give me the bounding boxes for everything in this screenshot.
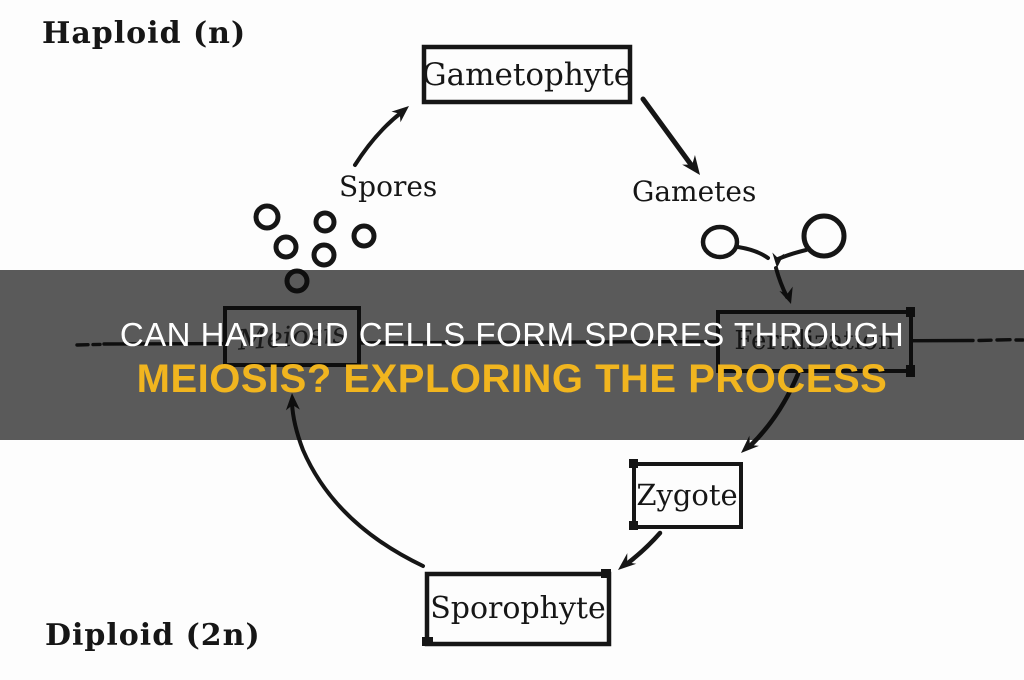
gamete-circle	[700, 224, 740, 260]
spore-circle	[253, 203, 281, 231]
banner-title-line2: MEIOSIS? EXPLORING THE PROCESS	[136, 357, 888, 401]
title-banner-overlay	[0, 270, 1024, 440]
zygote-node-label: Zygote	[636, 478, 738, 512]
gamete-merge-left	[736, 245, 770, 260]
arrow-zygote-to-sporophyte	[625, 530, 663, 566]
zygote-box	[632, 462, 743, 529]
sporophyte-box	[424, 571, 612, 647]
gamete-circles	[700, 213, 847, 260]
spore-circle	[273, 234, 299, 260]
diploid-phase-label: Diploid (2n)	[45, 618, 261, 653]
spores-label: Spores	[339, 170, 438, 203]
gametophyte-box	[421, 44, 633, 105]
banner-title-line1: CAN HAPLOID CELLS FORM SPORES THROUGH	[119, 316, 905, 353]
spore-circle	[351, 223, 377, 249]
spore-circle	[313, 210, 337, 234]
arrow-spores-to-gametophyte	[353, 110, 404, 167]
spore-circle	[311, 242, 337, 268]
arrow-gametophyte-to-gametes	[640, 96, 695, 169]
gametes-label: Gametes	[632, 175, 757, 208]
sporophyte-node-label: Sporophyte	[430, 591, 606, 626]
gamete-circle	[801, 213, 847, 259]
haploid-phase-label: Haploid (n)	[42, 16, 247, 51]
gametophyte-node-label: Gametophyte	[421, 56, 633, 93]
